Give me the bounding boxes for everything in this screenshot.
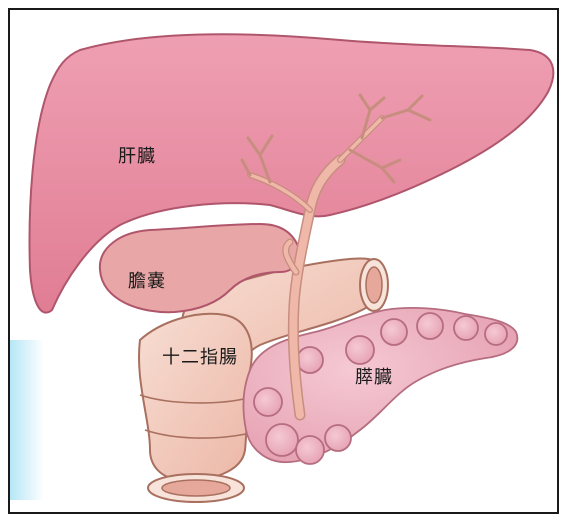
label-duodenum: 十二指腸 <box>162 343 238 369</box>
illustration-frame: 肝臓 膽嚢 十二指腸 膵臓 <box>8 8 559 514</box>
label-liver: 肝臓 <box>118 142 156 168</box>
duodenum-lumen-inner <box>366 267 382 303</box>
label-pancreas: 膵臓 <box>355 363 393 389</box>
duodenum-lumen-bottom-inner <box>162 480 230 496</box>
duodenum-lower <box>139 314 252 480</box>
label-gallbladder: 膽嚢 <box>128 267 166 293</box>
anatomy-diagram <box>10 10 559 514</box>
